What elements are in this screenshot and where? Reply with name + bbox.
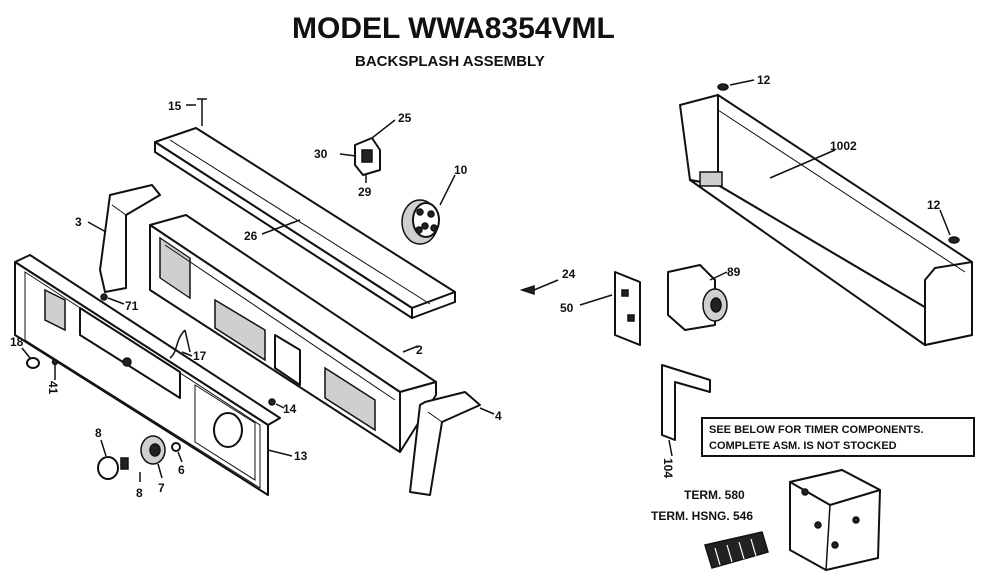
label-part-14: 14 bbox=[283, 402, 297, 416]
label-part-10: 10 bbox=[454, 163, 468, 177]
timer-note-line-1: SEE BELOW FOR TIMER COMPONENTS. bbox=[709, 424, 924, 436]
part-24-screw bbox=[519, 279, 559, 296]
part-10-selector-switch bbox=[401, 174, 456, 245]
part-89-timer-motor bbox=[667, 264, 728, 331]
label-part-89: 89 bbox=[727, 265, 741, 279]
part-4-right-end-cap bbox=[409, 391, 495, 496]
label-part-50: 50 bbox=[560, 301, 574, 315]
label-part-71: 71 bbox=[125, 299, 139, 313]
label-part-26: 26 bbox=[244, 229, 258, 243]
part-14-screw bbox=[268, 398, 285, 409]
label-part-12-right: 12 bbox=[927, 198, 941, 212]
part-2-backsplash-housing bbox=[149, 214, 437, 453]
label-part-18: 18 bbox=[10, 335, 24, 349]
label-part-2: 2 bbox=[416, 343, 423, 357]
label-part-104: 104 bbox=[661, 458, 675, 478]
label-part-17: 17 bbox=[193, 349, 207, 363]
label-part-8-lower: 8 bbox=[136, 486, 143, 500]
part-104-l-bracket bbox=[661, 364, 711, 457]
label-part-29: 29 bbox=[358, 185, 372, 199]
part-1002-rear-cover bbox=[679, 94, 973, 346]
label-part-8-upper: 8 bbox=[95, 426, 102, 440]
part-6-clip bbox=[171, 442, 183, 463]
label-part-1002: 1002 bbox=[830, 139, 857, 153]
part-17-spring bbox=[169, 329, 193, 359]
label-part-7: 7 bbox=[158, 481, 165, 495]
label-part-30: 30 bbox=[314, 147, 328, 161]
part-18-light bbox=[21, 347, 40, 369]
label-term: TERM. 580 bbox=[684, 488, 745, 502]
label-part-15: 15 bbox=[168, 99, 182, 113]
part-15-top-cover bbox=[154, 127, 456, 319]
part-3-left-end-cap bbox=[87, 184, 161, 293]
terminal-housing bbox=[704, 531, 769, 569]
label-part-25: 25 bbox=[398, 111, 412, 125]
part-25-switch-bracket bbox=[339, 119, 396, 183]
diagram-title: MODEL WWA8354VML bbox=[292, 12, 615, 45]
part-13-control-panel bbox=[14, 254, 293, 496]
label-part-3: 3 bbox=[75, 215, 82, 229]
part-8-knob bbox=[97, 439, 141, 482]
leader-26 bbox=[261, 219, 301, 235]
label-part-4: 4 bbox=[495, 409, 502, 423]
part-41-clip bbox=[51, 358, 59, 380]
label-part-12-top: 12 bbox=[757, 73, 771, 87]
label-part-13: 13 bbox=[294, 449, 308, 463]
part-7-dial bbox=[140, 435, 166, 479]
label-part-24: 24 bbox=[562, 267, 576, 281]
part-71-screw bbox=[100, 293, 125, 305]
label-part-41: 41 bbox=[46, 381, 60, 395]
label-term-housing: TERM. HSNG. 546 bbox=[651, 509, 753, 523]
timer-body bbox=[789, 469, 881, 571]
leader-15: 15 bbox=[168, 98, 207, 126]
part-12-screw-top bbox=[717, 79, 755, 91]
part-12-screw-right bbox=[939, 209, 960, 244]
label-part-6: 6 bbox=[178, 463, 185, 477]
diagram-subtitle: BACKSPLASH ASSEMBLY bbox=[355, 53, 545, 70]
part-50-bracket bbox=[579, 271, 641, 346]
timer-note-line-2: COMPLETE ASM. IS NOT STOCKED bbox=[709, 440, 897, 452]
timer-note-box: SEE BELOW FOR TIMER COMPONENTS. COMPLETE… bbox=[701, 417, 975, 457]
